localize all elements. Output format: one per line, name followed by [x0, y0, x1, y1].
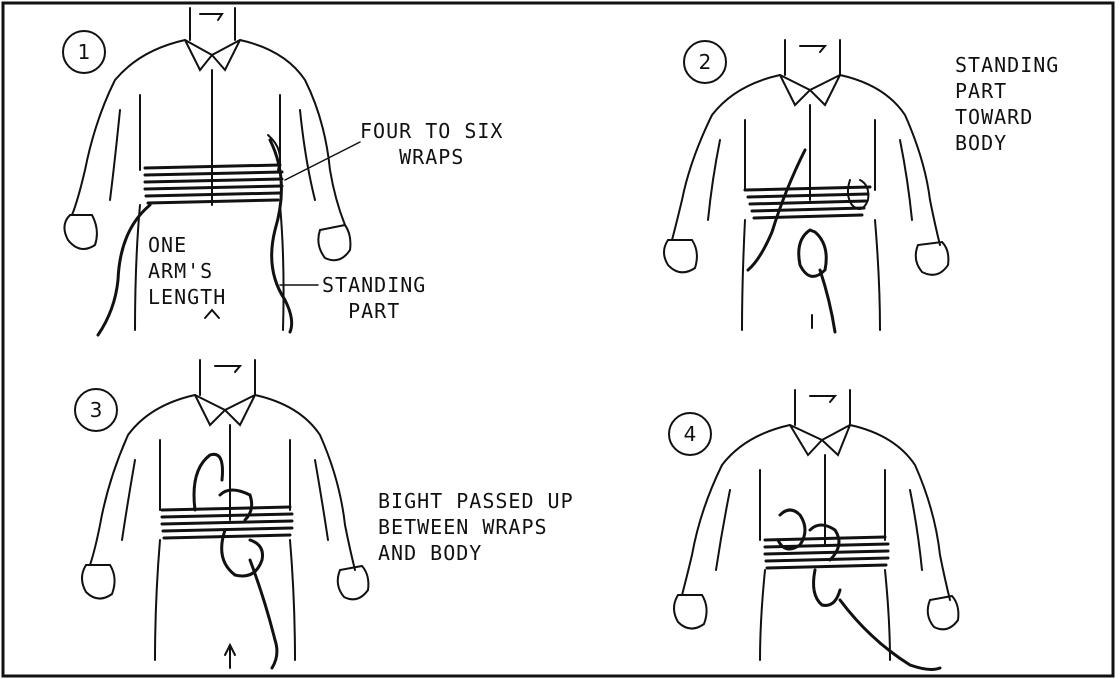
label-standing-part: STANDING PART [322, 272, 426, 324]
label-standing-part-toward-body: STANDING PART TOWARD BODY [955, 52, 1059, 156]
panel-2-number: 2 [683, 40, 727, 84]
label-four-to-six-wraps: FOUR TO SIX WRAPS [360, 118, 503, 170]
label-bight-passed-up: BIGHT PASSED UP BETWEEN WRAPS AND BODY [378, 488, 574, 566]
figure-4 [674, 390, 958, 669]
panel-4-number-text: 4 [684, 422, 697, 446]
label-one-arms-length: ONE ARM'S LENGTH [148, 232, 226, 310]
panel-2-number-text: 2 [699, 50, 712, 74]
panel-1-number: 1 [62, 30, 106, 74]
panel-4-number: 4 [668, 412, 712, 456]
panel-3-number: 3 [74, 388, 118, 432]
panel-3-number-text: 3 [90, 398, 103, 422]
panel-1-number-text: 1 [78, 40, 91, 64]
figure-3 [82, 360, 368, 668]
diagram-frame [3, 3, 1113, 676]
